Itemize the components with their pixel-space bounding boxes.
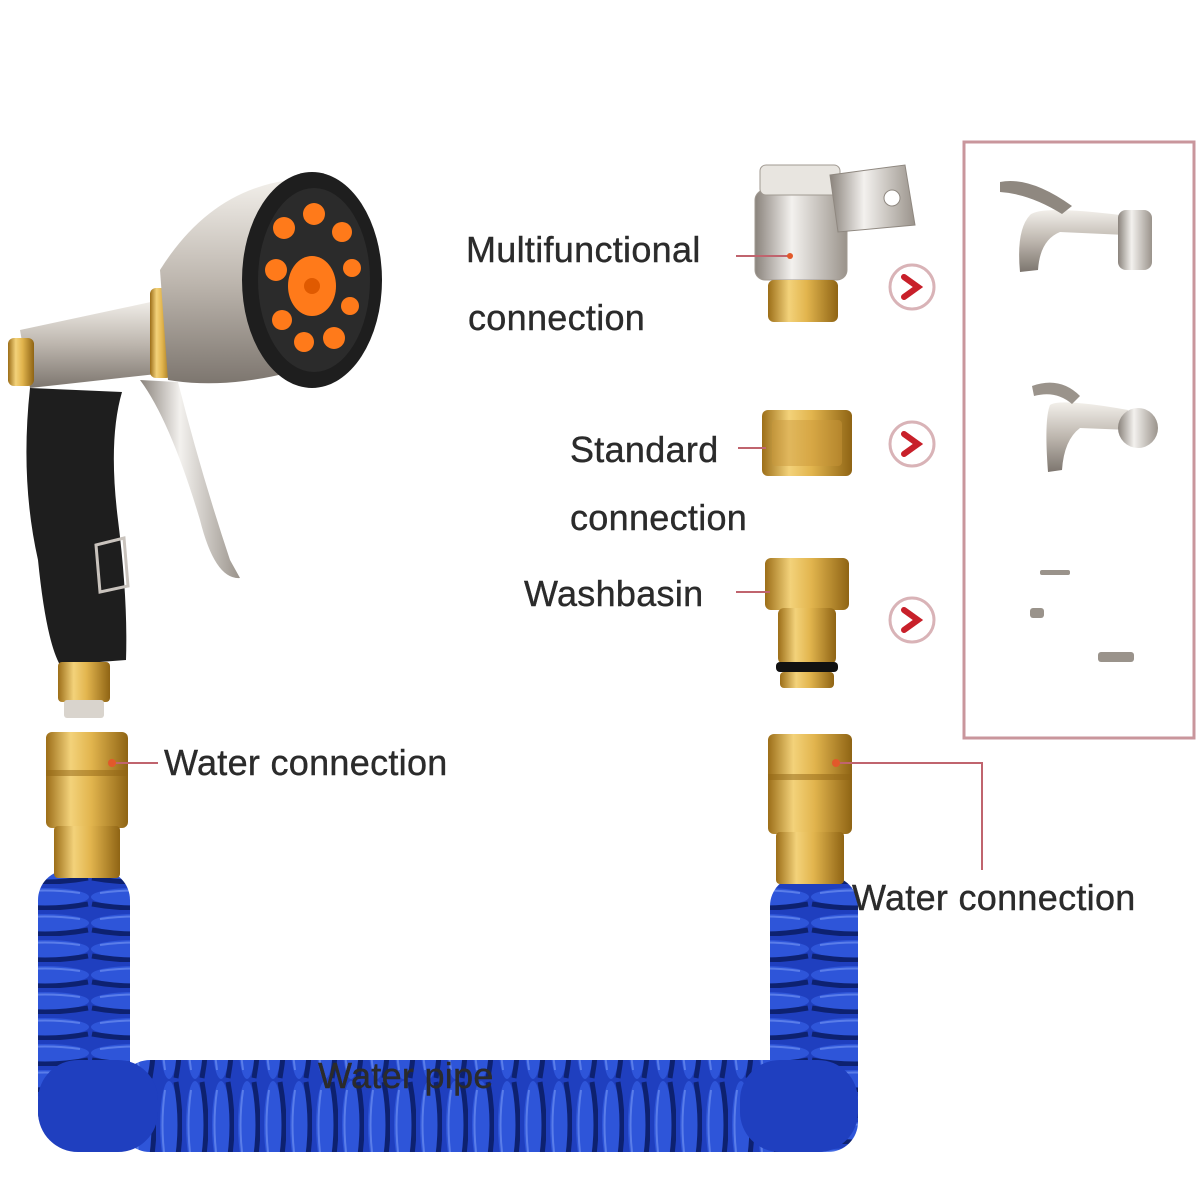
multifunctional-fitting [754, 164, 916, 322]
multifunctional-label-line2: connection [468, 297, 646, 338]
faucet-icon [1000, 181, 1152, 272]
leader-dot [832, 759, 840, 767]
washbasin-label: Washbasin [524, 573, 704, 614]
standard-label-line1: Standard [570, 429, 719, 470]
leader-dot [108, 759, 116, 767]
water-connection-left-label: Water connection [164, 742, 448, 783]
spray-gun-icon [8, 172, 382, 718]
leader-lines [112, 255, 983, 870]
water-pipe-label: Water pipe [318, 1055, 494, 1096]
leader-dot [787, 253, 793, 259]
chevron-right-icon [888, 263, 936, 311]
faucet-icon [1030, 570, 1134, 662]
left-water-connector [46, 732, 128, 878]
washbasin-fitting [765, 558, 849, 688]
faucet-icon [1032, 382, 1158, 472]
chevron-right-icon [888, 596, 936, 644]
right-water-connector [768, 734, 852, 884]
water-pipe-hose [38, 870, 858, 1152]
faucet-panel [962, 140, 1196, 740]
chevron-right-icon [888, 420, 936, 468]
standard-fitting [762, 410, 852, 476]
standard-label-line2: connection [570, 497, 748, 538]
multifunctional-label-line1: Multifunctional [466, 229, 701, 270]
water-connection-right-label: Water connection [852, 877, 1136, 918]
